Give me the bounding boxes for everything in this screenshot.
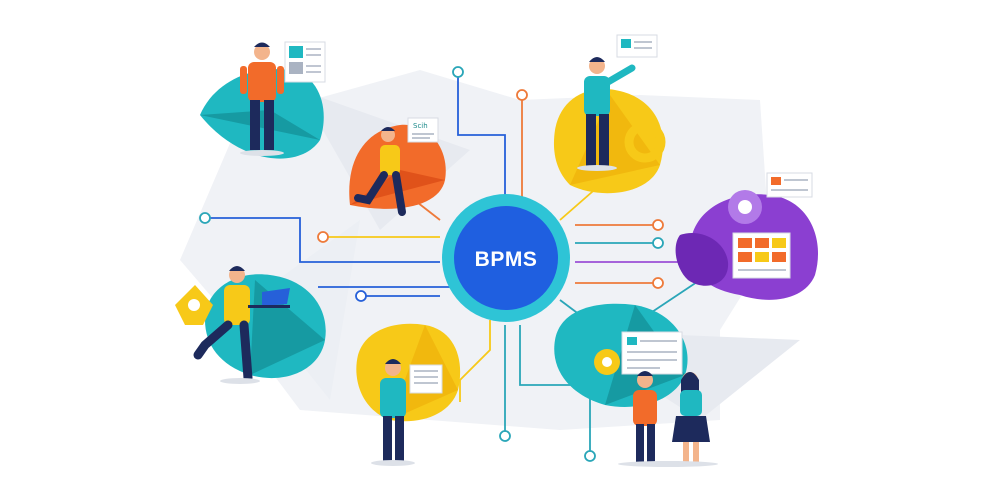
- endpoint-dot: [652, 237, 664, 249]
- gear-icon: [624, 121, 666, 163]
- endpoint-dot: [652, 219, 664, 231]
- endpoint-dots: [199, 66, 664, 462]
- node-teal-topleft: [200, 41, 326, 159]
- card-text: Scih: [413, 122, 428, 130]
- endpoint-dot: [516, 89, 528, 101]
- node-teal-left: [175, 266, 326, 384]
- doc-card-icon: [409, 364, 443, 394]
- person-figure: [354, 127, 406, 216]
- endpoint-dot: [584, 450, 596, 462]
- endpoint-dot: [452, 66, 464, 78]
- person-figure: [577, 57, 636, 171]
- node-purple-right: [675, 172, 818, 300]
- endpoint-dot: [652, 277, 664, 289]
- connector-lines: [210, 72, 701, 452]
- endpoint-dot: [317, 231, 329, 243]
- node-yellow-topright: [553, 34, 666, 194]
- person-figure: [240, 42, 284, 156]
- endpoint-dot: [199, 212, 211, 224]
- node-orange-running: Scih: [349, 117, 446, 216]
- laptop-icon: [248, 288, 290, 308]
- node-yellow-bottom: [356, 323, 461, 466]
- hub-inner-circle: [454, 206, 558, 310]
- hub-label: BPMS: [475, 248, 538, 271]
- person-figure: [193, 266, 290, 384]
- gear-icon: [738, 200, 752, 214]
- node-teal-bottomright: [554, 303, 718, 467]
- endpoint-dot: [355, 290, 367, 302]
- endpoint-dot: [499, 430, 511, 442]
- person-figure: [633, 371, 657, 462]
- person-figure: [672, 372, 710, 462]
- bpms-hub: BPMS: [442, 194, 570, 322]
- person-figure: [371, 359, 415, 466]
